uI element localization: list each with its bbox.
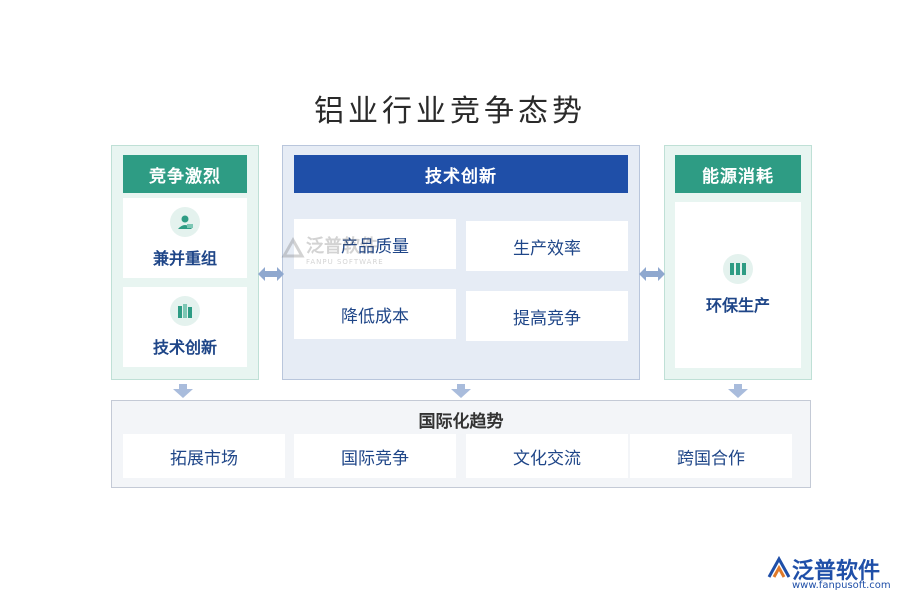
center-panel-header: 技术创新 <box>294 155 628 193</box>
brand-logo: 泛普软件 <box>766 553 880 585</box>
center-down-arrow-icon <box>451 384 471 398</box>
bottom-card-cooperation: 跨国合作 <box>630 434 792 478</box>
left-card-innovation-label: 技术创新 <box>152 338 217 357</box>
bottom-card-intl-competition: 国际竞争 <box>294 434 456 478</box>
bottom-card-market: 拓展市场 <box>123 434 285 478</box>
watermark-text: 泛普软件 <box>306 236 378 257</box>
watermark: 泛普软件 FANPU SOFTWARE <box>280 232 384 266</box>
right-card-eco-label: 环保生产 <box>705 296 770 315</box>
columns-icon <box>723 254 753 284</box>
center-card-quality: 产品质量 <box>294 219 456 269</box>
right-card-eco: 环保生产 <box>675 202 801 368</box>
center-right-double-arrow-icon <box>639 267 665 281</box>
center-card-competitiveness: 提高竞争 <box>466 291 628 341</box>
left-card-merger: 兼并重组 <box>123 198 247 278</box>
left-center-double-arrow-icon <box>258 267 284 281</box>
watermark-logo-icon <box>281 236 305 258</box>
center-card-efficiency: 生产效率 <box>466 221 628 271</box>
brand-logo-text: 泛普软件 <box>792 559 881 584</box>
bottom-panel-header: 国际化趋势 <box>418 412 504 432</box>
right-panel-header: 能源消耗 <box>675 155 801 193</box>
brand-url: www.fanpusoft.com <box>792 580 891 591</box>
bottom-card-culture: 文化交流 <box>466 434 628 478</box>
left-card-merger-label: 兼并重组 <box>152 249 217 268</box>
left-down-arrow-icon <box>173 384 193 398</box>
watermark-sub: FANPU SOFTWARE <box>306 258 384 266</box>
brand-logo-icon <box>767 556 791 578</box>
diagram-title: 铝业行业竞争态势 <box>314 94 586 129</box>
right-down-arrow-icon <box>728 384 748 398</box>
left-card-innovation: 技术创新 <box>123 287 247 367</box>
books-icon <box>170 296 200 326</box>
people-icon <box>170 207 200 237</box>
center-card-cost: 降低成本 <box>294 289 456 339</box>
left-panel-header: 竞争激烈 <box>123 155 247 193</box>
